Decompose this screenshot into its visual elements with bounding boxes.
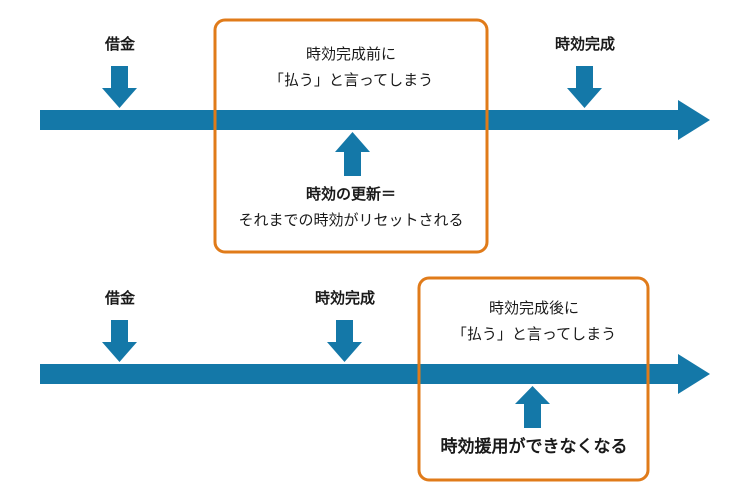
timeline-1-up-arrow	[335, 132, 370, 176]
timeline-1-result-title: 時効の更新＝	[305, 185, 396, 203]
timeline-2-completion-label: 時効完成	[314, 289, 375, 307]
timeline-2-bar	[40, 364, 680, 384]
timeline-1-box-line1: 時効完成前に	[305, 45, 396, 63]
timeline-1-debt-down-arrow	[102, 66, 137, 108]
timeline-2-debt-down-arrow	[102, 320, 137, 362]
timeline-1-arrowhead	[678, 100, 710, 140]
timeline-2-box-line1: 時効完成後に	[488, 299, 579, 317]
timeline-1-completion-label: 時効完成	[554, 35, 615, 53]
timeline-2-debt-label: 借金	[104, 289, 135, 307]
timeline-2-result-title: 時効援用ができなくなる	[440, 437, 628, 457]
timeline-2-up-arrow	[515, 386, 550, 428]
timeline-1-completion-down-arrow	[567, 66, 602, 108]
timeline-2-box-line2: 「払う」と言ってしまう	[451, 325, 617, 343]
timeline-2-highlight-box	[417, 276, 650, 482]
timeline-1-box-line2: 「払う」と言ってしまう	[268, 71, 434, 89]
timeline-1-result-desc: それまでの時効がリセットされる	[238, 211, 464, 229]
timeline-1-bar	[40, 110, 680, 130]
timeline-2-arrowhead	[678, 354, 710, 394]
timeline-1-debt-label: 借金	[104, 35, 135, 53]
timeline-1-highlight-box	[213, 18, 489, 254]
timeline-2-completion-down-arrow	[327, 320, 362, 362]
